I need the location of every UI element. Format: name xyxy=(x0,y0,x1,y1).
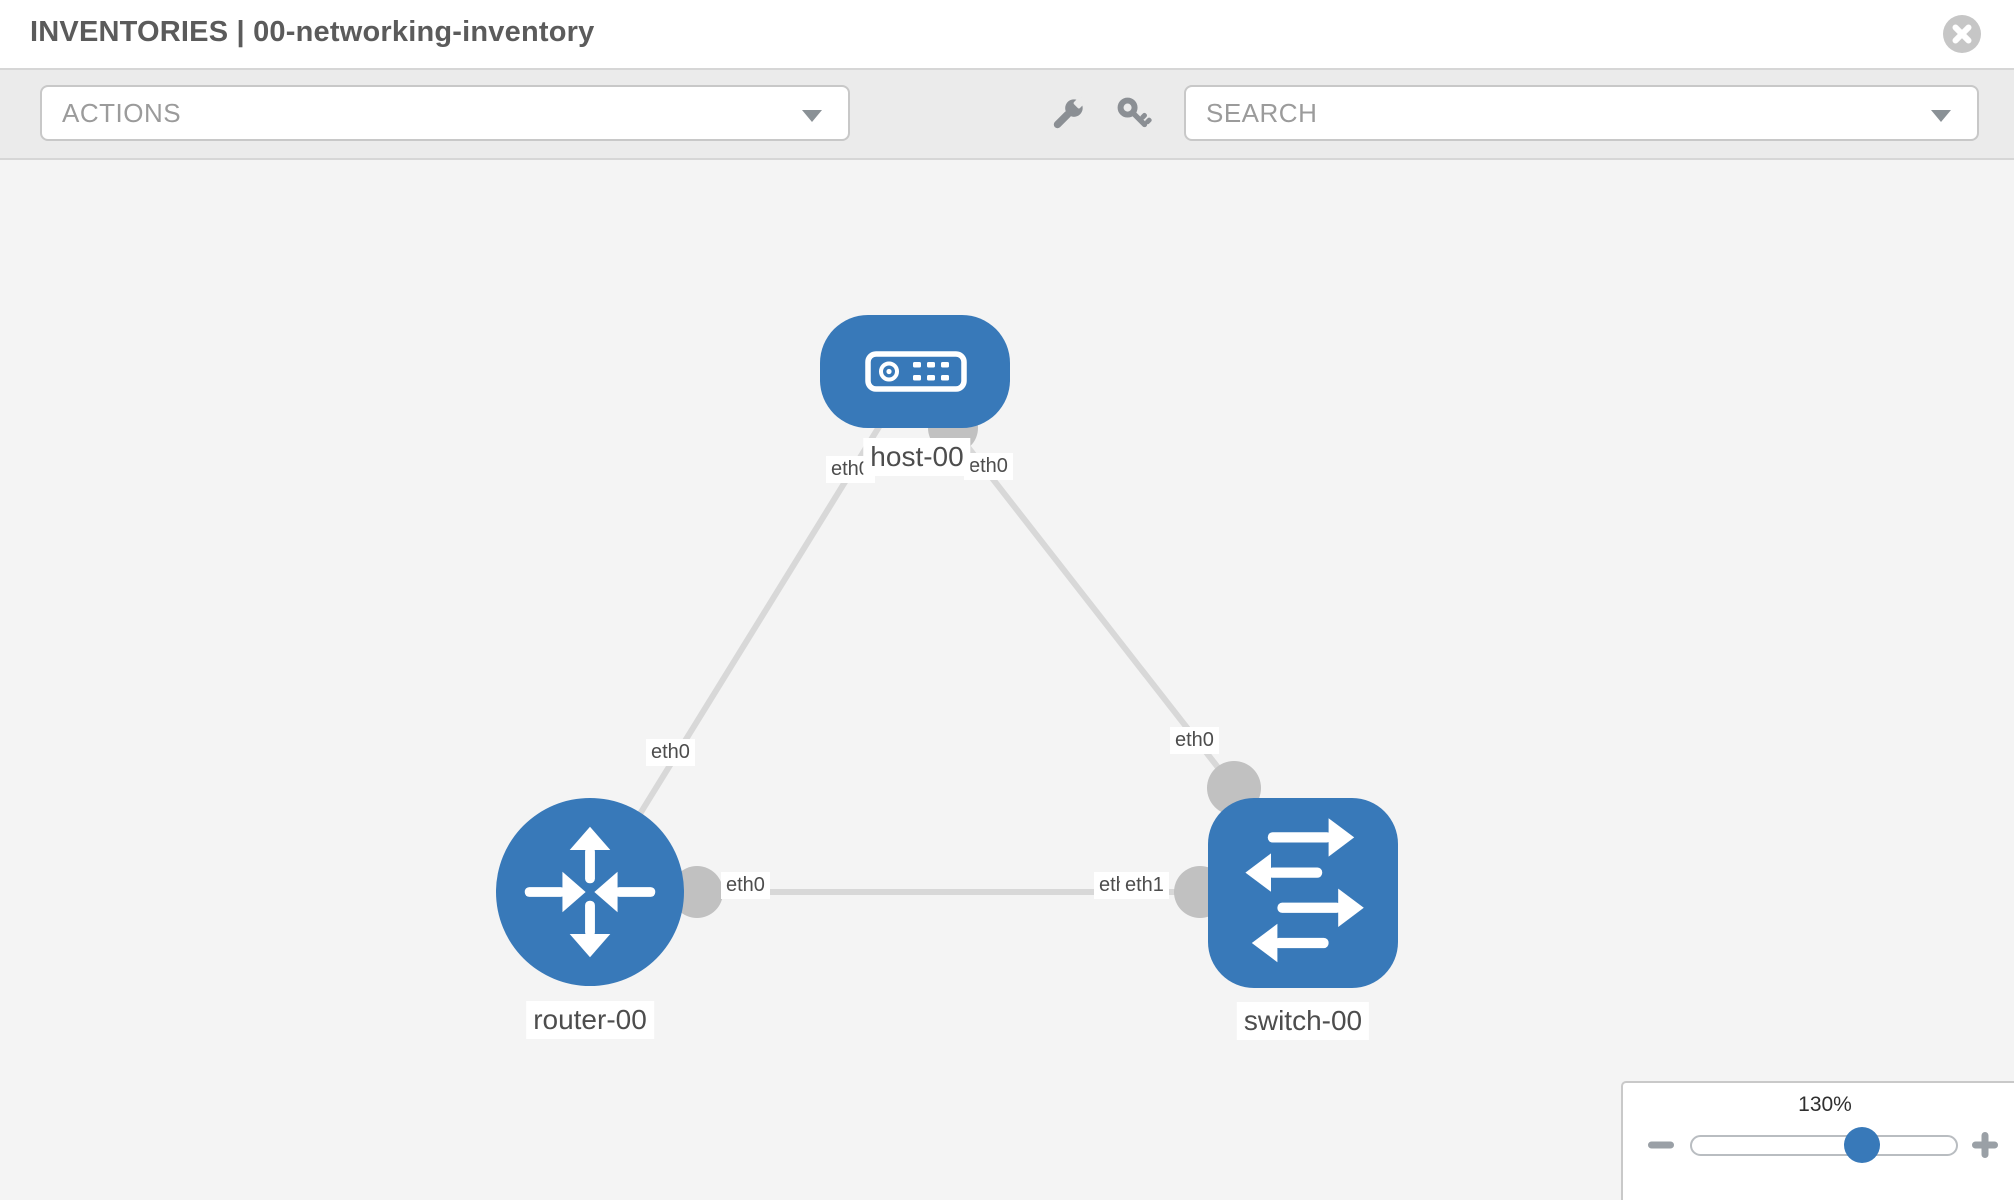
search-dropdown[interactable]: SEARCH xyxy=(1184,85,1979,141)
zoom-control-panel: 130% xyxy=(1621,1081,2014,1200)
actions-dropdown[interactable]: ACTIONS xyxy=(40,85,850,141)
chevron-down-icon xyxy=(802,110,822,122)
zoom-slider-thumb[interactable] xyxy=(1844,1127,1880,1163)
link-router-host[interactable] xyxy=(627,420,885,832)
toolbar: ACTIONS SEARC xyxy=(0,70,2014,160)
topology-svg xyxy=(496,315,1398,988)
key-icon xyxy=(1117,97,1152,128)
interface-label-eth0-host-right: eth0 xyxy=(964,453,1013,480)
interface-label-eth0-router-link: eth0 xyxy=(646,739,695,766)
actions-dropdown-label: ACTIONS xyxy=(62,97,182,128)
router-icon xyxy=(524,826,656,958)
zoom-out-button[interactable] xyxy=(1645,1129,1677,1161)
configure-button[interactable] xyxy=(1046,94,1088,136)
credentials-button[interactable] xyxy=(1114,94,1156,136)
minus-icon xyxy=(1648,1141,1674,1149)
node-label-router-00: router-00 xyxy=(526,1001,654,1039)
close-icon xyxy=(1943,15,1981,53)
page-title: INVENTORIES | 00-networking-inventory xyxy=(30,16,595,48)
plus-icon xyxy=(1972,1132,1998,1158)
header: INVENTORIES | 00-networking-inventory xyxy=(0,0,2014,70)
node-host-00[interactable] xyxy=(820,315,1010,428)
wrench-icon xyxy=(1053,96,1086,129)
zoom-slider-track[interactable] xyxy=(1690,1135,1958,1156)
interface-label-eth1-switch: eth1 xyxy=(1120,872,1169,899)
node-router-00[interactable] xyxy=(496,798,684,986)
connector-router-eth0[interactable] xyxy=(671,866,723,918)
node-label-switch-00: switch-00 xyxy=(1236,1002,1370,1040)
chevron-down-icon xyxy=(1931,110,1951,122)
search-dropdown-label: SEARCH xyxy=(1206,97,1318,128)
switch-icon xyxy=(1245,818,1364,963)
zoom-in-button[interactable] xyxy=(1969,1129,2001,1161)
host-icon xyxy=(865,351,967,392)
node-label-host-00: host-00 xyxy=(863,438,971,476)
zoom-level-value: 130% xyxy=(1798,1093,1852,1116)
topology-canvas[interactable]: eth0 eth1 eth0 eth0 eth0 eth0 eth0 host-… xyxy=(0,160,2014,1200)
close-button[interactable] xyxy=(1942,14,1982,54)
interface-label-eth0-router-right: eth0 xyxy=(721,872,770,899)
node-switch-00[interactable] xyxy=(1208,798,1398,988)
interface-label-eth0-switch-link: eth0 xyxy=(1170,727,1219,754)
